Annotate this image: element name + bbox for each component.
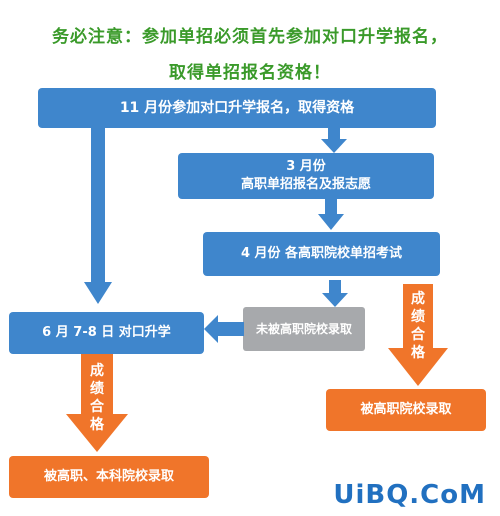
step-4-box: 6 月 7-8 日 对口升学 (9, 312, 204, 354)
arrow-label-right-char: 绩 (411, 309, 425, 325)
arrow-down-step3-not-admitted (322, 280, 348, 307)
arrow-label-left-char: 绩 (90, 381, 104, 397)
step-2-label-line-1: 3 月份 (286, 159, 326, 175)
step-1-box: 11 月份参加对口升学报名，取得资格 (38, 88, 436, 128)
not-admitted-box: 未被高职院校录取 (243, 307, 365, 351)
arrow-down-orange-left (66, 354, 128, 452)
arrow-label-right: 成 绩 合 格 (408, 290, 428, 362)
arrow-label-left-char: 合 (90, 399, 104, 415)
admitted-vocational-label: 被高职院校录取 (360, 402, 452, 418)
watermark-logo: UiBQ.CoM (333, 480, 486, 510)
step-2-box: 3 月份 高职单招报名及报志愿 (178, 153, 434, 199)
not-admitted-label: 未被高职院校录取 (255, 321, 352, 336)
arrow-left-to-step4 (204, 315, 244, 343)
arrow-label-left: 成 绩 合 格 (87, 362, 107, 434)
title-line-2: 取得单招报名资格！ (169, 63, 331, 83)
step-4-label: 6 月 7-8 日 对口升学 (42, 325, 171, 341)
step-3-label: 4 月份 各高职院校单招考试 (240, 246, 403, 262)
arrow-label-left-char: 成 (90, 363, 104, 379)
admitted-vocational-box: 被高职院校录取 (326, 389, 486, 431)
step-2-label-line-2: 高职单招报名及报志愿 (240, 177, 371, 192)
arrow-down-step1-step2 (321, 128, 347, 153)
arrow-down-long-left (84, 128, 112, 304)
step-1-label: 11 月份参加对口升学报名，取得资格 (119, 99, 355, 116)
arrow-label-right-char: 成 (411, 291, 425, 307)
admitted-final-box: 被高职、本科院校录取 (9, 456, 209, 498)
title-line-1: 务必注意：参加单招必须首先参加对口升学报名， (52, 27, 448, 47)
step-3-box: 4 月份 各高职院校单招考试 (203, 232, 440, 276)
arrow-down-orange-right (388, 284, 448, 386)
arrow-label-right-char: 格 (411, 345, 425, 361)
arrow-label-left-char: 格 (90, 417, 104, 433)
admitted-final-label: 被高职、本科院校录取 (43, 469, 174, 485)
arrow-label-right-char: 合 (411, 327, 425, 343)
arrow-down-step2-step3 (318, 199, 344, 230)
